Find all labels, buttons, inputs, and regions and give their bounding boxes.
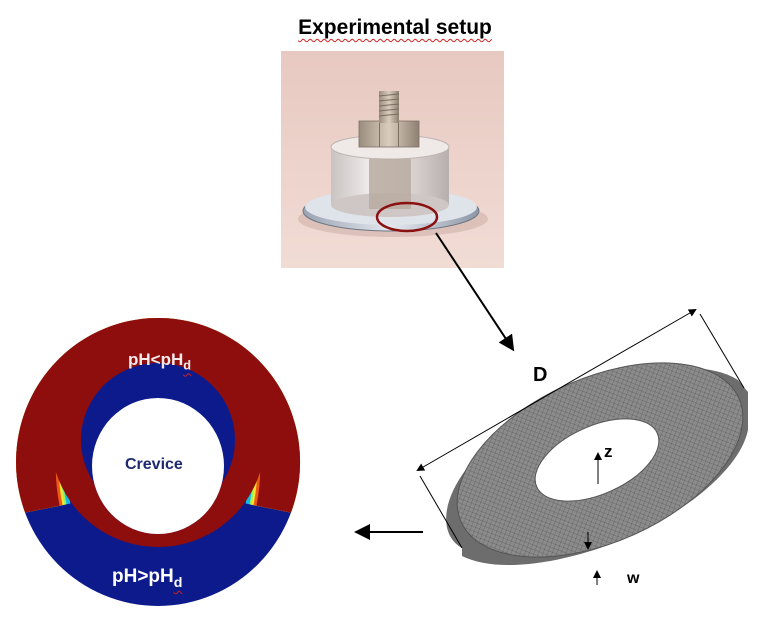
dimension-d-label: D xyxy=(533,364,548,386)
arrow-to-mesh xyxy=(435,232,515,352)
dimension-z-label: z xyxy=(604,442,613,461)
ph-high-label: pH>pHd xyxy=(112,566,183,591)
crevice-label: Crevice xyxy=(125,456,183,473)
ph-simulation-ring xyxy=(16,318,301,606)
dimension-w-label: w xyxy=(627,570,640,587)
meshed-washer xyxy=(446,362,748,566)
ph-low-label: pH<pHd xyxy=(128,350,192,373)
highlight-circle xyxy=(375,201,439,233)
dimension-lines xyxy=(416,308,745,585)
setup-photo xyxy=(281,51,504,268)
figure-title: Experimental setup xyxy=(298,16,492,39)
